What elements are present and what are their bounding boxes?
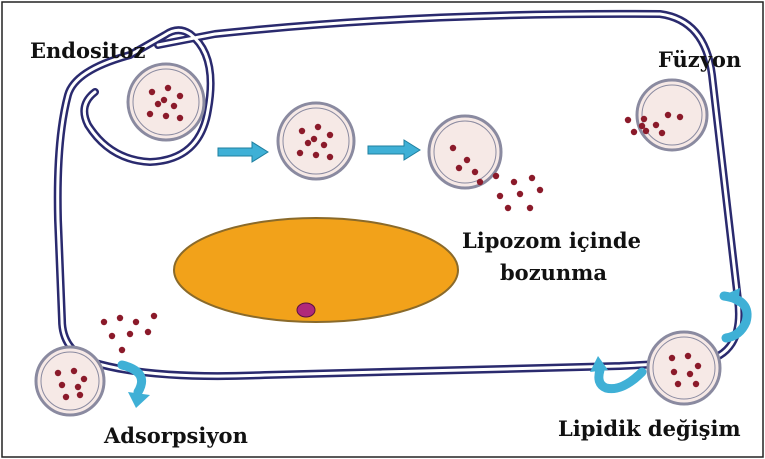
drug-dot xyxy=(327,132,333,138)
drug-dot xyxy=(147,111,153,117)
label-fusion: Füzyon xyxy=(658,47,741,72)
drug-dot xyxy=(671,369,677,375)
drug-dot xyxy=(109,333,115,339)
drug-dot xyxy=(297,150,303,156)
drug-dot xyxy=(659,130,665,136)
drug-dot xyxy=(695,363,701,369)
label-adsorption: Adsorpsiyon xyxy=(103,423,248,448)
drug-dot xyxy=(641,116,647,122)
drug-dot xyxy=(497,193,503,199)
liposome-fusion xyxy=(637,80,707,150)
drug-dot xyxy=(472,169,478,175)
drug-dot xyxy=(653,122,659,128)
drug-dot xyxy=(171,103,177,109)
drug-dot xyxy=(59,382,65,388)
drug-dot xyxy=(517,191,523,197)
drug-dot xyxy=(149,89,155,95)
liposome-endosome xyxy=(278,103,354,179)
liposome-lipid-exchange xyxy=(648,332,720,404)
liposome-adsorption xyxy=(36,347,104,415)
drug-dot xyxy=(669,355,675,361)
drug-dot xyxy=(177,93,183,99)
drug-dot xyxy=(145,329,151,335)
nucleolus xyxy=(297,303,315,317)
drug-dot xyxy=(505,205,511,211)
drug-dot xyxy=(311,136,317,142)
drug-dot xyxy=(625,117,631,123)
drug-dot xyxy=(63,394,69,400)
drug-dot xyxy=(151,313,157,319)
drug-dot xyxy=(456,165,462,171)
drug-dot xyxy=(321,142,327,148)
drug-dot xyxy=(685,353,691,359)
drug-dot xyxy=(117,315,123,321)
drug-dot xyxy=(163,113,169,119)
drug-dot xyxy=(464,157,470,163)
drug-dot xyxy=(133,319,139,325)
drug-dot xyxy=(665,112,671,118)
liposome-degrading xyxy=(429,116,501,188)
drug-dot xyxy=(77,392,83,398)
drug-dot xyxy=(631,129,637,135)
drug-dot xyxy=(677,114,683,120)
drug-dot xyxy=(299,128,305,134)
drug-dot xyxy=(693,381,699,387)
drug-dot xyxy=(675,381,681,387)
label-lipid-exchange: Lipidik değişim xyxy=(558,416,741,441)
drug-dot xyxy=(119,347,125,353)
drug-dot xyxy=(450,145,456,151)
drug-dot xyxy=(687,371,693,377)
drug-dot xyxy=(101,319,107,325)
drug-dot xyxy=(161,97,167,103)
drug-dot xyxy=(315,124,321,130)
drug-dot xyxy=(313,152,319,158)
drug-dot xyxy=(511,179,517,185)
drug-dot xyxy=(55,370,61,376)
liposome-endocytosis xyxy=(128,64,204,140)
drug-dot xyxy=(177,115,183,121)
drug-dot xyxy=(477,179,483,185)
drug-dot xyxy=(527,205,533,211)
drug-dot xyxy=(639,123,645,129)
drug-dot xyxy=(127,331,133,337)
drug-dot xyxy=(305,140,311,146)
drug-dot xyxy=(75,384,81,390)
drug-dot xyxy=(529,175,535,181)
nucleus xyxy=(174,218,458,322)
drug-dot xyxy=(155,101,161,107)
label-endocytosis: Endositoz xyxy=(30,38,145,63)
label-degradation-line2: bozunma xyxy=(500,260,607,285)
drug-dot xyxy=(71,368,77,374)
drug-dot xyxy=(165,85,171,91)
drug-dot xyxy=(81,376,87,382)
drug-dot xyxy=(643,128,649,134)
drug-dot xyxy=(537,187,543,193)
drug-dot xyxy=(493,173,499,179)
label-degradation-line1: Lipozom içinde xyxy=(462,228,641,253)
drug-dot xyxy=(327,154,333,160)
